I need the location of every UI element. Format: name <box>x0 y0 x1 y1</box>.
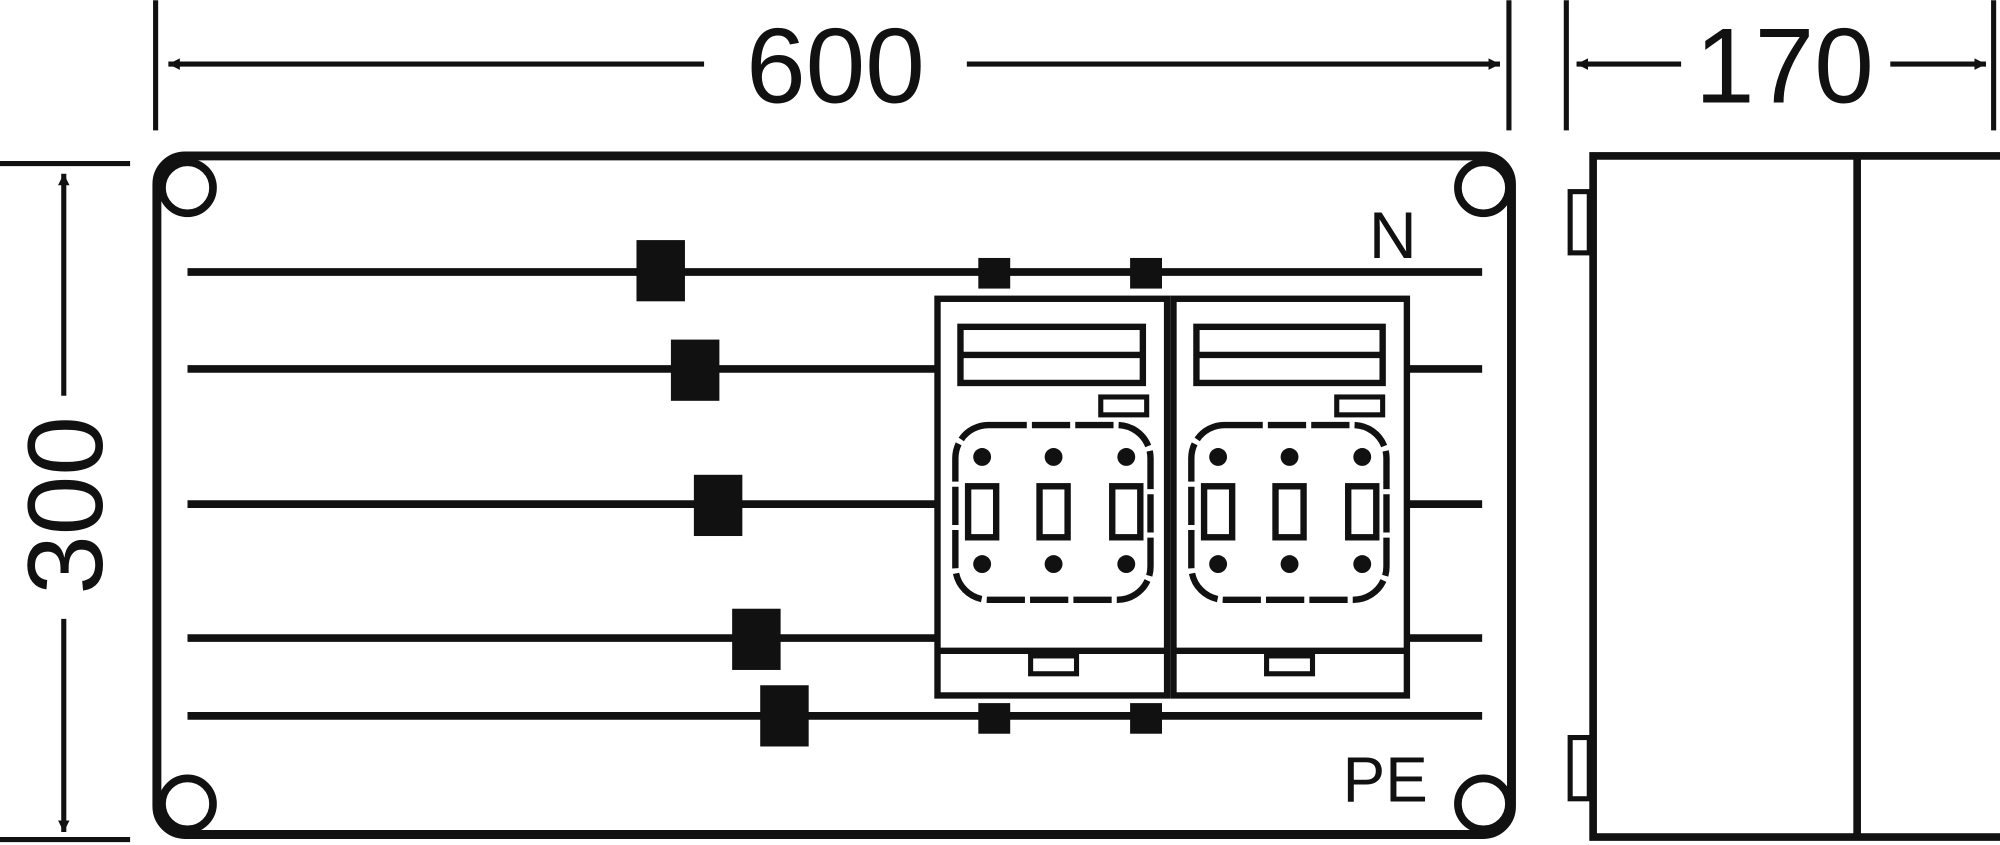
pe-label: PE <box>1343 743 1428 815</box>
fuse-cover <box>952 421 1154 603</box>
height-label: 300 <box>5 416 125 595</box>
indicator <box>1098 394 1150 418</box>
fuse-slot <box>1345 483 1380 541</box>
mounting-holes <box>158 158 1513 834</box>
hinge <box>1567 189 1592 256</box>
height-dimension <box>0 161 131 843</box>
fuse-switch-unit <box>934 295 1171 699</box>
width-dimension <box>153 0 1512 131</box>
enclosure-side-view <box>1567 152 2000 841</box>
fuse-slot <box>1200 483 1236 541</box>
depth-dimension <box>1563 0 1997 131</box>
busbars <box>187 268 1483 720</box>
fuse-cover <box>1188 421 1390 603</box>
indicator <box>1334 394 1386 418</box>
depth-label: 170 <box>1695 5 1874 125</box>
enclosure-front <box>152 151 1516 839</box>
fuse-slot <box>964 483 1000 541</box>
fuse-slot <box>1036 483 1071 541</box>
width-label: 600 <box>746 5 925 125</box>
hinge <box>1567 735 1592 802</box>
fuse-switch-unit <box>1170 295 1411 699</box>
busbar-terminals <box>636 240 1162 747</box>
indicator <box>1028 653 1080 677</box>
fuse-slot <box>1272 483 1307 541</box>
indicator <box>1264 653 1316 677</box>
neutral-label: N <box>1369 199 1417 273</box>
fuse-slot <box>1109 483 1144 541</box>
